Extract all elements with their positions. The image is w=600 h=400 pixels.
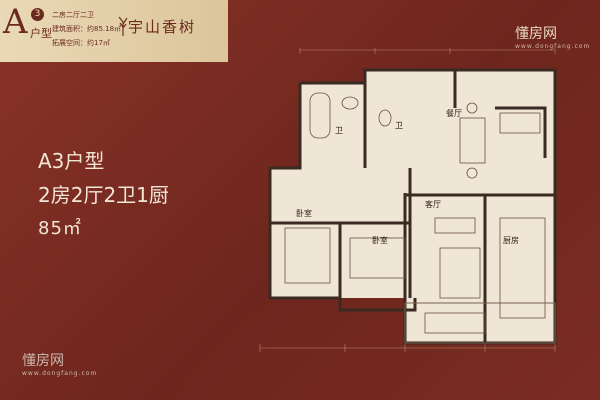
building-area: 建筑面积：约85.18㎡ (52, 25, 122, 33)
site-logo-name: 懂房网 (515, 26, 557, 42)
unit-number-badge: 3 (31, 8, 44, 21)
balcony-area: 拓展空间：约17㎡ (52, 39, 110, 47)
tree-logo-icon (118, 16, 128, 36)
room-bedroom-1: 卧室 (296, 209, 312, 218)
unit-area: 85㎡ (38, 218, 82, 239)
site-logo-domain: www.dongfang.com (515, 43, 591, 50)
unit-title: A3户型 (38, 149, 105, 173)
room-bedroom-2: 卧室 (372, 236, 388, 245)
watermark-bottom-left: 懂房网 www.dongfang.com (22, 350, 97, 377)
room-bath-2: 卫 (395, 121, 403, 130)
site-logo: 懂房网 www.dongfang.com (515, 23, 590, 50)
room-dining: 餐厅 (446, 109, 462, 118)
room-kitchen: 厨房 (503, 236, 519, 245)
watermark-domain: www.dongfang.com (22, 370, 98, 377)
watermark-name: 懂房网 (22, 353, 64, 369)
room-living: 客厅 (425, 200, 441, 209)
layout-summary: 二房二厅二卫 (52, 11, 94, 19)
unit-banner: A 3 户型 二房二厅二卫 建筑面积：约85.18㎡ 拓展空间：约17㎡ 宇山香… (0, 0, 228, 62)
brand-name: 宇山香树 (128, 18, 197, 36)
unit-type-label: 户型 (30, 27, 52, 40)
room-summary: 2房2厅2卫1厨 (38, 183, 169, 207)
unit-letter: A (3, 2, 28, 42)
floor-plan-drawing (259, 48, 557, 352)
room-bath-1: 卫 (335, 126, 343, 135)
